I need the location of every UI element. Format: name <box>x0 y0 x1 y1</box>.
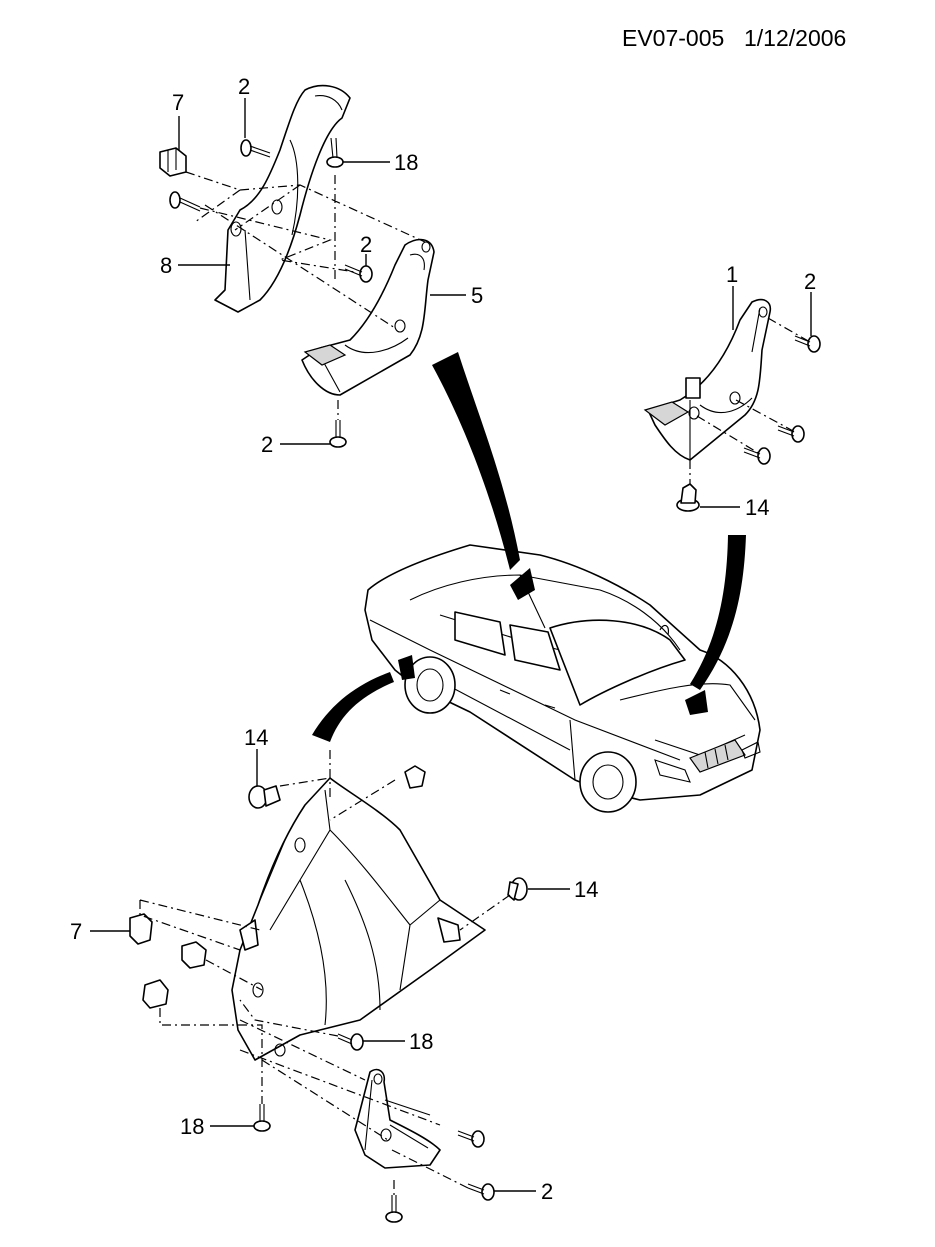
dash-lines-top <box>185 171 426 420</box>
callout-leaders <box>90 98 812 1192</box>
pointer-arrow-front <box>432 352 520 570</box>
callout-2-right: 2 <box>804 269 816 294</box>
screw-right-2 <box>777 425 805 443</box>
callout-5: 5 <box>471 283 483 308</box>
mud-flap-1 <box>643 298 772 461</box>
screw-2-bottom <box>467 1183 495 1201</box>
callout-14-lower: 14 <box>244 725 268 750</box>
screw-2-mid <box>344 264 373 283</box>
callout-2-bottom: 2 <box>541 1179 553 1204</box>
clip-mid-1 <box>181 941 207 969</box>
callout-1: 1 <box>726 262 738 287</box>
callout-2-mid: 2 <box>360 232 372 257</box>
callout-18-top: 18 <box>394 150 418 175</box>
screw-right-3 <box>743 447 771 465</box>
screw-2-right <box>794 335 821 353</box>
clip-14-upper-right <box>404 765 426 789</box>
callout-8: 8 <box>160 253 172 278</box>
clip-7-lower <box>129 913 153 945</box>
pointer-arrow-right <box>690 535 746 690</box>
mud-flap-lower <box>354 1068 441 1169</box>
callout-2-lowleft: 2 <box>261 432 273 457</box>
callout-18-liner: 18 <box>409 1029 433 1054</box>
callout-14-right: 14 <box>745 495 769 520</box>
screw-18-bottom <box>253 1104 271 1132</box>
dash-lines-right <box>689 317 811 485</box>
screw-2-top <box>240 139 271 158</box>
screw-2-lowleft <box>329 420 347 448</box>
callout-18-bottom: 18 <box>180 1114 204 1139</box>
clip-7-top <box>159 147 187 177</box>
clip-14-liner <box>507 877 528 901</box>
clip-mid-2 <box>142 979 169 1009</box>
callout-14-liner: 14 <box>574 877 598 902</box>
pointer-arrow-left <box>312 672 394 742</box>
vehicle-illustration <box>364 544 761 813</box>
clip-14-lower <box>248 785 281 809</box>
screw-18-top <box>326 137 344 168</box>
screw-2-left <box>169 191 201 212</box>
wheel-house-liner <box>231 777 486 1061</box>
diagram-code: EV07-005 <box>622 25 724 51</box>
callout-7-top: 7 <box>172 90 184 115</box>
dash-lines-lower <box>139 750 511 1195</box>
clip-14-right <box>676 483 700 512</box>
mud-flap-5 <box>301 238 435 396</box>
diagram-date: 1/12/2006 <box>744 25 846 51</box>
callout-7-lower: 7 <box>70 919 82 944</box>
screw-18-liner <box>337 1033 364 1051</box>
callout-2-top: 2 <box>238 74 250 99</box>
screw-lower-right <box>457 1130 485 1148</box>
rear-liner-panel-8 <box>214 84 351 313</box>
screw-bottom <box>385 1195 403 1223</box>
